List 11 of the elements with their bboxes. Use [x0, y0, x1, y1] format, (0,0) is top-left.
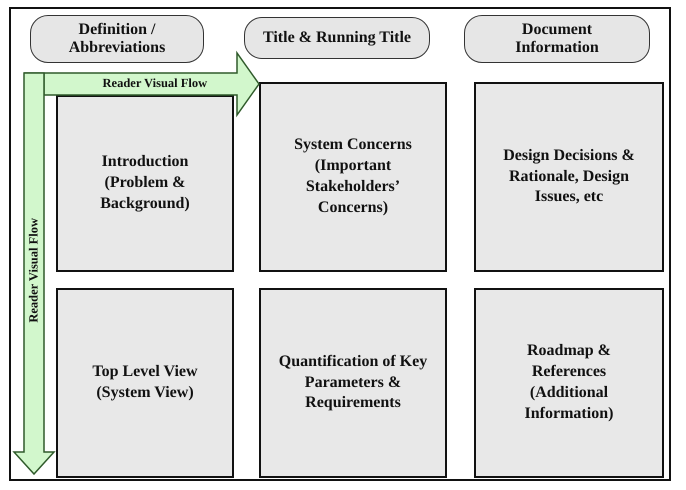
section-box: Design Decisions & Rationale, Design Issues, etc: [474, 82, 664, 272]
section-box: Top Level View (System View): [56, 288, 234, 478]
rounded-box: Title & Running Title: [244, 17, 430, 59]
section-box: Quantification of Key Parameters & Requirements: [259, 288, 447, 478]
arrow-label: Reader Visual Flow: [26, 218, 42, 322]
edge-label: Reader Visual Flow: [102, 76, 208, 91]
rounded-box: Document Information: [464, 15, 650, 63]
section-box: Roadmap & References (Additional Information): [474, 288, 664, 478]
section-box: System Concerns (Important Stakeholders’ Concerns): [259, 82, 447, 272]
section-box: Introduction (Problem & Background): [56, 95, 234, 272]
rounded-box: Definition / Abbreviations: [30, 15, 204, 63]
